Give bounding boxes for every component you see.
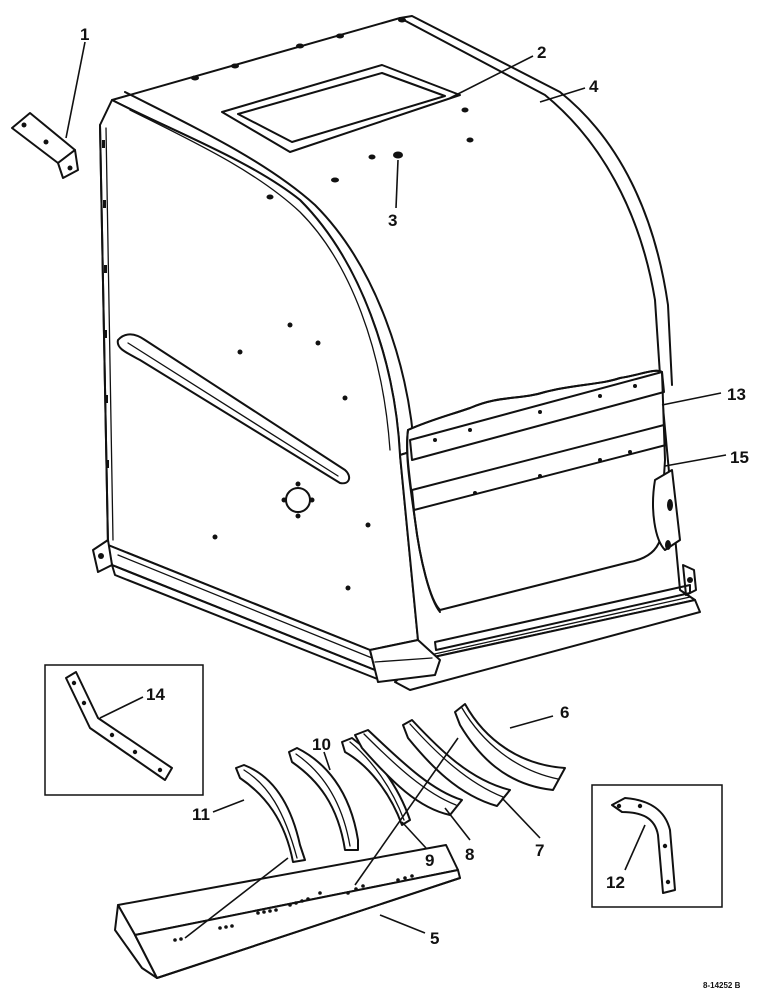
side-access-port [281, 481, 315, 519]
blade-10 [288, 747, 359, 851]
callout-5: 5 [430, 929, 439, 948]
interior-upper-rail [409, 371, 665, 461]
part-5-mounting-bar [114, 844, 461, 979]
hood-left-side [99, 99, 419, 651]
callout-12: 12 [606, 873, 625, 892]
front-corner-post [369, 639, 441, 683]
blade-6 [454, 703, 566, 791]
callout-4: 4 [589, 77, 599, 96]
callout-labels: 1 2 3 4 5 6 7 8 9 10 11 12 13 15 14 [80, 25, 749, 948]
left-flange-holes [102, 140, 109, 468]
callout-9: 9 [425, 851, 434, 870]
callout-14: 14 [146, 685, 165, 704]
leader-lines [65, 41, 727, 939]
part-12-inset [591, 784, 723, 908]
top-hatch-plate [221, 64, 461, 153]
hood-assembly [92, 15, 701, 691]
top-panel-holes [191, 17, 474, 200]
deflector-blades [235, 703, 566, 863]
drawing-number: 8-14252 B [703, 981, 741, 990]
blade-7 [402, 719, 511, 807]
rail-holes [433, 384, 637, 495]
callout-1: 1 [80, 25, 89, 44]
callout-13: 13 [727, 385, 746, 404]
callout-2: 2 [537, 43, 546, 62]
part-1-angle-bracket [11, 112, 79, 179]
front-edge-flange [124, 91, 416, 461]
callout-6: 6 [560, 703, 569, 722]
callout-11: 11 [192, 805, 210, 824]
floor-rail [434, 584, 691, 651]
interior-side-bracket [652, 469, 681, 551]
blade-11 [235, 764, 306, 863]
side-panel-holes [212, 322, 371, 591]
callout-3: 3 [388, 211, 397, 230]
top-grommet-hole [393, 151, 403, 159]
callout-10: 10 [312, 735, 331, 754]
bar-holes [173, 874, 414, 942]
callout-8: 8 [465, 845, 474, 864]
part-14-inset [44, 664, 204, 796]
callout-14-15-label: 15 [730, 448, 749, 467]
callout-7: 7 [535, 841, 544, 860]
